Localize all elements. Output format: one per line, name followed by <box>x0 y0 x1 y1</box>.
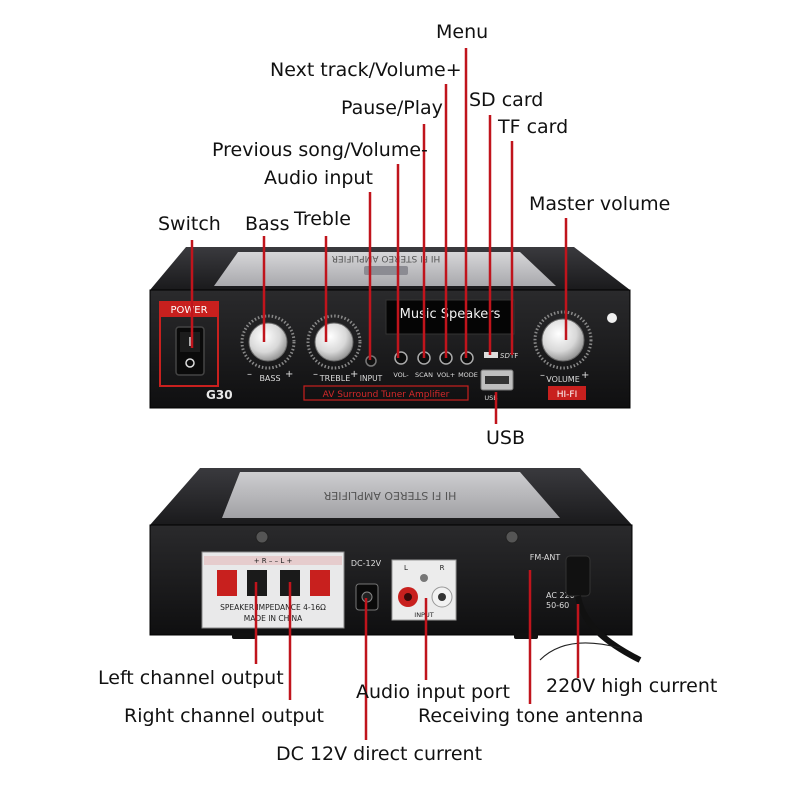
rca-left-label: L <box>404 564 408 572</box>
master-volume-knob[interactable] <box>533 310 593 370</box>
treble-plus: + <box>350 369 358 380</box>
callout-master-volume: Master volume <box>529 193 670 215</box>
callout-switch: Switch <box>158 213 221 235</box>
speaker-impedance-label: SPEAKER IMPEDANCE 4-16Ω <box>220 603 326 612</box>
terminal-polarity-labels: + R – – L + <box>254 557 293 565</box>
back-top-banner: HI FI STEREO AMPLIFIER <box>323 489 456 502</box>
freq-label: 50-60 <box>546 601 569 610</box>
bass-panel-label: BASS <box>259 374 280 383</box>
sd-label: SD <box>500 352 510 360</box>
bass-minus: – <box>247 369 252 380</box>
dc-label: DC-12V <box>351 559 382 568</box>
treble-knob[interactable] <box>306 314 362 370</box>
callout-next-track: Next track/Volume+ <box>270 59 462 81</box>
back-amplifier: HI FI STEREO AMPLIFIER + R – – L + SPEAK… <box>149 468 642 663</box>
fm-ant-label: FM-ANT <box>530 553 561 562</box>
usb-panel-label: USB <box>484 394 497 402</box>
callout-tf-card: TF card <box>497 116 568 138</box>
callout-antenna: Receiving tone antenna <box>418 705 644 727</box>
rca-input-right[interactable] <box>431 586 453 608</box>
power-switch[interactable] <box>175 326 205 376</box>
callout-labels: Menu Next track/Volume+ Pause/Play SD ca… <box>98 21 717 765</box>
callout-left-channel: Left channel output <box>98 667 284 689</box>
bass-knob[interactable] <box>240 314 296 370</box>
callout-audio-port: Audio input port <box>356 681 510 703</box>
input-panel-label: INPUT <box>360 374 383 383</box>
made-in-label: MADE IN CHINA <box>244 614 303 623</box>
callout-dc: DC 12V direct current <box>276 743 482 765</box>
rca-input-left[interactable] <box>398 587 418 607</box>
hifi-badge-box <box>548 386 586 400</box>
power-led <box>607 313 617 323</box>
treble-minus: – <box>313 369 318 380</box>
back-foot-left <box>232 633 256 639</box>
surround-banner-box <box>303 385 469 401</box>
vol-minus-label: VOL- <box>393 371 409 379</box>
power-label: POWER <box>170 305 207 316</box>
back-top-label <box>222 472 560 518</box>
rca-input-label: INPUT <box>414 611 433 619</box>
mode-label: MODE <box>458 371 478 379</box>
callout-right-channel: Right channel output <box>124 705 324 727</box>
leader-lines <box>190 48 580 740</box>
bass-plus: + <box>285 369 293 380</box>
vol-plus-label: VOL+ <box>437 371 456 379</box>
rca-right-label: R <box>440 564 445 572</box>
volume-panel-label: VOLUME <box>546 375 580 384</box>
callout-high-current: 220V high current <box>546 675 717 697</box>
callout-pause-play: Pause/Play <box>341 97 443 119</box>
ac-power-cord <box>539 555 642 663</box>
usb-port[interactable] <box>480 369 514 391</box>
back-screw-left <box>255 530 269 544</box>
volume-minus: – <box>540 370 545 381</box>
callout-menu: Menu <box>436 21 488 43</box>
callout-usb: USB <box>486 427 525 449</box>
callout-previous-song: Previous song/Volume- <box>212 139 428 161</box>
back-foot-right <box>514 633 538 639</box>
callout-treble: Treble <box>293 208 351 230</box>
model-label: G30 <box>206 388 233 402</box>
ac-label: AC 220 <box>546 591 575 600</box>
lcd-display <box>385 299 515 335</box>
volume-plus: + <box>581 370 589 381</box>
callout-audio-input: Audio input <box>264 167 373 189</box>
callout-bass: Bass <box>245 213 289 235</box>
tf-label: TF <box>509 352 518 360</box>
display-text: Music Speakers <box>400 307 501 322</box>
back-screw-right <box>505 530 519 544</box>
surround-banner: AV Surround Tuner Amplifier <box>323 390 450 400</box>
callout-sd-card: SD card <box>469 89 543 111</box>
hifi-badge: HI-FI <box>557 390 578 400</box>
power-label-bg <box>160 302 218 317</box>
scan-label: SCAN <box>415 371 433 379</box>
dc-power-jack[interactable] <box>355 583 379 611</box>
rca-screw <box>420 574 428 582</box>
front-top-banner: HI FI STEREO AMPLIFIER <box>332 253 441 263</box>
front-amplifier: HI FI STEREO AMPLIFIER POWER – + BASS <box>149 247 631 409</box>
treble-panel-label: TREBLE <box>319 374 351 383</box>
